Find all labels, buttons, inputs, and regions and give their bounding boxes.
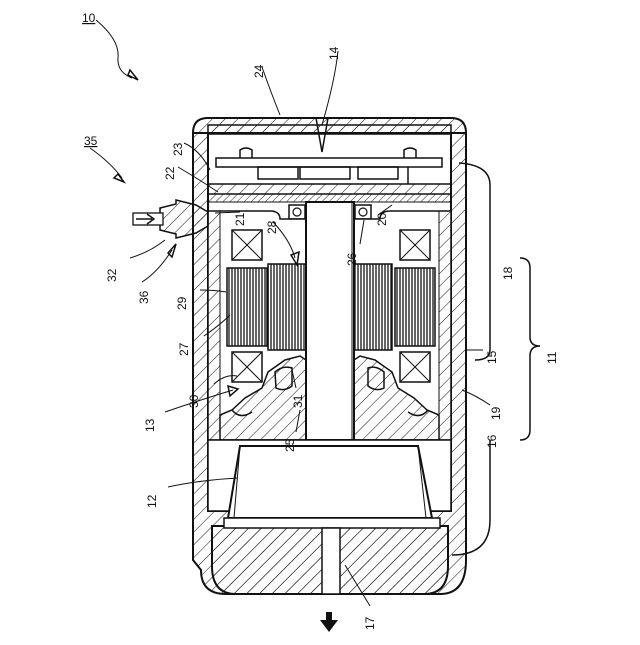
label-28: 28 <box>265 220 279 234</box>
rotor-core-right <box>354 264 392 350</box>
shaft <box>306 202 354 440</box>
impeller <box>228 446 432 518</box>
rotor-core-left <box>268 264 306 350</box>
down-arrow-icon <box>320 612 338 632</box>
label-36: 36 <box>137 290 151 304</box>
label-16: 16 <box>485 434 499 448</box>
label-17: 17 <box>363 616 377 630</box>
label-26: 26 <box>345 252 359 266</box>
label-18: 18 <box>501 266 515 280</box>
label-23: 23 <box>171 142 185 156</box>
board-mount-right <box>404 148 416 158</box>
stator-core-left <box>227 268 267 346</box>
label-12: 12 <box>145 494 159 508</box>
label-20: 20 <box>375 212 389 226</box>
partition-wall <box>208 184 451 194</box>
board-mount-left <box>240 148 252 158</box>
label-25: 25 <box>283 438 297 452</box>
coil-upper-right <box>400 230 430 260</box>
label-27: 27 <box>177 342 191 356</box>
label-35: 35 <box>84 134 98 148</box>
label-14: 14 <box>327 46 341 60</box>
label-15: 15 <box>485 350 499 364</box>
coil-upper-left <box>232 230 262 260</box>
label-32: 32 <box>105 268 119 282</box>
inlet-port <box>133 200 208 238</box>
circuit-board <box>216 158 442 167</box>
label-30: 30 <box>187 394 201 408</box>
label-29: 29 <box>175 296 189 310</box>
stator-core-right <box>395 268 435 346</box>
label-13: 13 <box>143 418 157 432</box>
label-11: 11 <box>545 351 559 364</box>
label-10: 10 <box>82 11 96 25</box>
label-19: 19 <box>489 406 503 420</box>
label-31: 31 <box>291 394 305 408</box>
label-24: 24 <box>252 64 266 78</box>
label-21: 21 <box>233 212 247 226</box>
outlet-passage <box>322 528 340 594</box>
coil-lower-right <box>400 352 430 382</box>
label-22: 22 <box>163 166 177 180</box>
coil-lower-left <box>232 352 262 382</box>
